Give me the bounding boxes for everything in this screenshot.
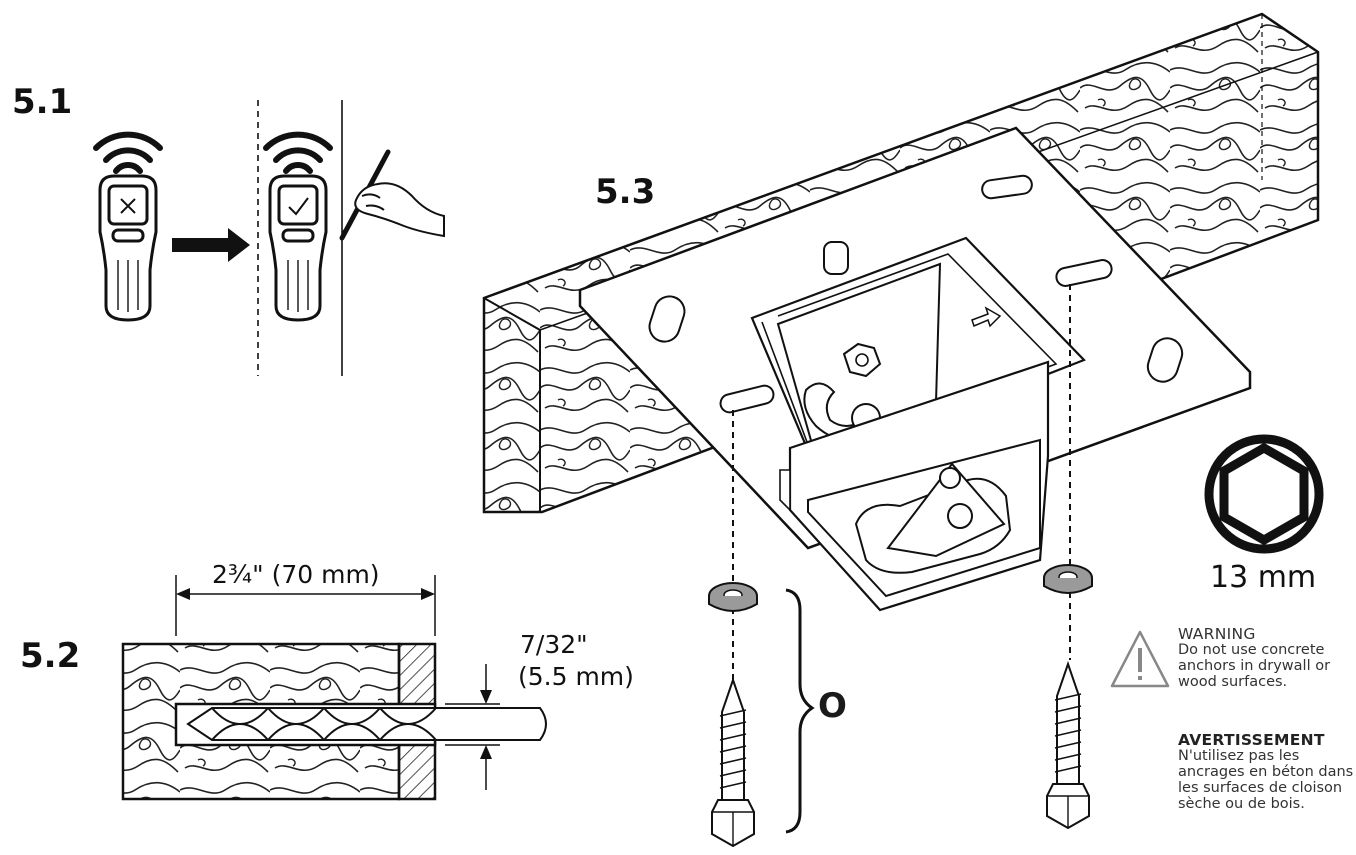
drill-diameter-label: 7/32" bbox=[520, 630, 588, 659]
wifi-icon bbox=[93, 131, 163, 174]
warning-french: AVERTISSEMENT N'utilisez pas les ancrage… bbox=[1178, 732, 1354, 812]
hardware-label: O bbox=[818, 686, 847, 726]
washer bbox=[708, 582, 758, 612]
socket-size-label: 13 mm bbox=[1210, 560, 1317, 595]
stud-finder-icon bbox=[268, 174, 328, 322]
step-5-2-illustration bbox=[121, 575, 547, 801]
wifi-icon bbox=[263, 131, 333, 174]
step-label-5-1: 5.1 bbox=[12, 82, 73, 122]
drill-diameter-metric-label: (5.5 mm) bbox=[518, 662, 634, 691]
hex-socket-icon bbox=[1204, 434, 1324, 554]
avertissement-body: N'utilisez pas les ancrages en béton dan… bbox=[1178, 748, 1354, 812]
step-label-5-3: 5.3 bbox=[595, 172, 656, 212]
warning-body: Do not use concrete anchors in drywall o… bbox=[1178, 642, 1331, 690]
arrow-right-icon bbox=[172, 228, 250, 262]
hand-pencil-icon bbox=[339, 149, 445, 241]
drill-depth-label: 2¾" (70 mm) bbox=[212, 560, 380, 589]
washer bbox=[1043, 564, 1093, 594]
avertissement-title: AVERTISSEMENT bbox=[1178, 731, 1325, 749]
warning-title: WARNING bbox=[1178, 625, 1256, 643]
step-5-3-illustration bbox=[482, 12, 1320, 848]
direction-arrow-icon bbox=[971, 306, 1002, 328]
lag-bolt bbox=[711, 676, 755, 848]
lag-bolt bbox=[1046, 660, 1090, 830]
hardware-brace bbox=[785, 588, 815, 834]
mounting-slots bbox=[648, 174, 1184, 414]
warning-triangle-icon bbox=[1110, 630, 1170, 688]
warning-english: WARNING Do not use concrete anchors in d… bbox=[1178, 626, 1354, 690]
step-5-1-illustration bbox=[93, 100, 445, 376]
stud-finder-icon bbox=[98, 174, 158, 322]
drill-bit bbox=[186, 707, 547, 741]
step-label-5-2: 5.2 bbox=[20, 636, 81, 676]
